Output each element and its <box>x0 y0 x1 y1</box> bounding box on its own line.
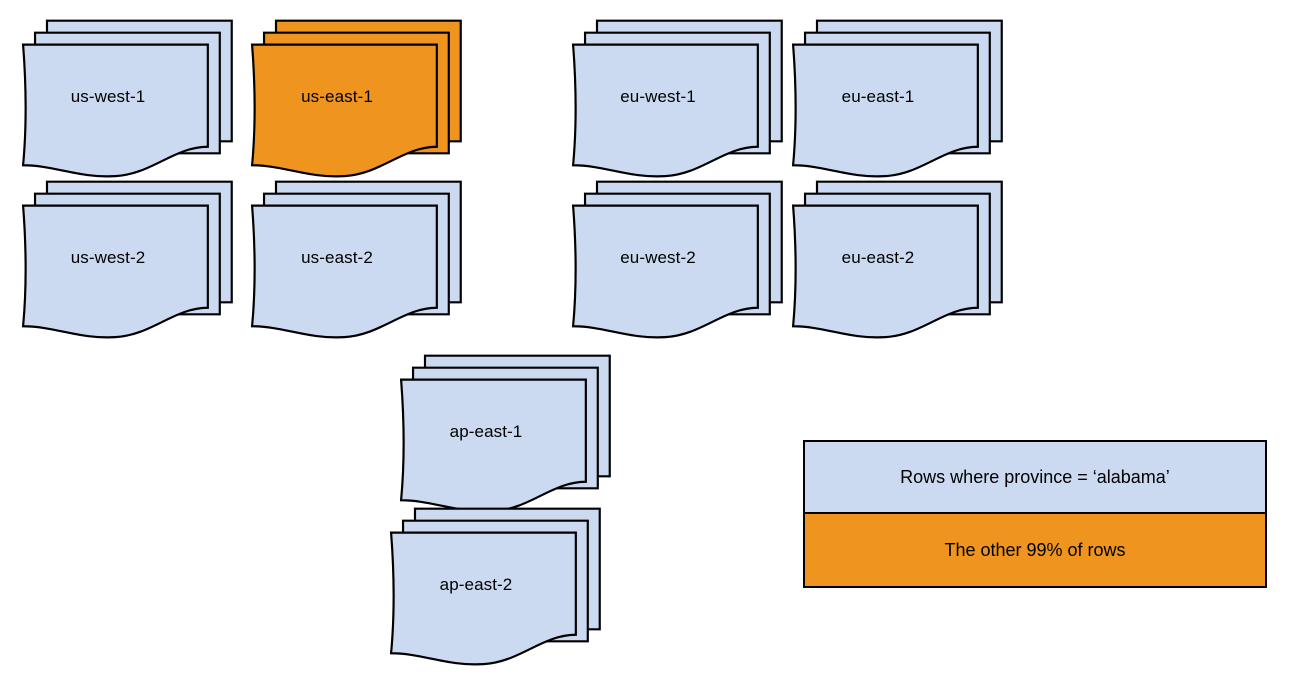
region-stack-us-east-1[interactable]: us-east-1 <box>250 18 464 181</box>
legend-label-orange: The other 99% of rows <box>944 539 1126 560</box>
region-stack-us-east-2[interactable]: us-east-2 <box>250 179 464 342</box>
region-stack-us-west-1[interactable]: us-west-1 <box>21 18 235 181</box>
legend-row-blue: Rows where province = ‘alabama’ <box>805 442 1265 514</box>
region-stack-ap-east-2[interactable]: ap-east-2 <box>389 506 603 669</box>
region-stack-us-west-2[interactable]: us-west-2 <box>21 179 235 342</box>
region-stack-eu-east-1[interactable]: eu-east-1 <box>791 18 1005 181</box>
region-stack-ap-east-1[interactable]: ap-east-1 <box>399 353 613 516</box>
legend-label-blue: Rows where province = ‘alabama’ <box>900 466 1170 487</box>
legend-row-orange: The other 99% of rows <box>805 514 1265 586</box>
region-stack-eu-west-1[interactable]: eu-west-1 <box>571 18 785 181</box>
legend: Rows where province = ‘alabama’ The othe… <box>803 440 1267 588</box>
region-stack-eu-east-2[interactable]: eu-east-2 <box>791 179 1005 342</box>
region-stack-eu-west-2[interactable]: eu-west-2 <box>571 179 785 342</box>
